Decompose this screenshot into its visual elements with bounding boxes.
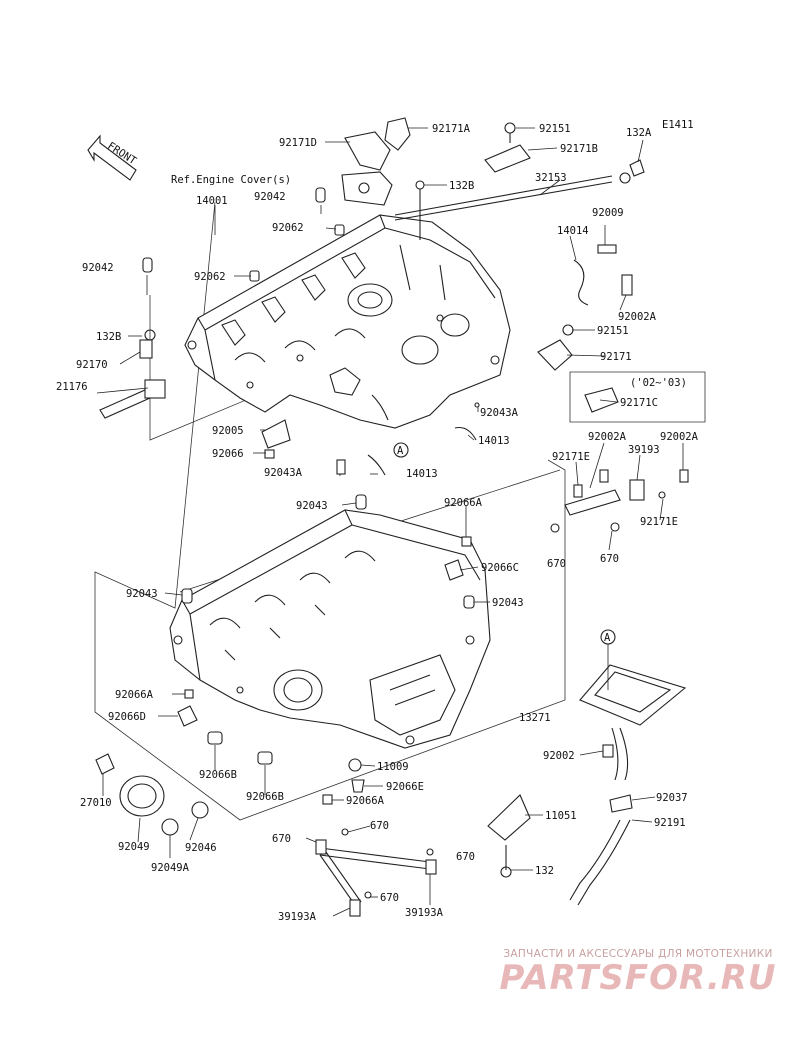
watermark: ЗАПЧАСТИ И АКСЕССУАРЫ ДЛЯ МОТОТЕХНИКИ PA… bbox=[488, 948, 788, 998]
label-27010: 27010 bbox=[80, 797, 112, 809]
label-13271: 13271 bbox=[519, 712, 551, 724]
label-670-b1: 670 bbox=[370, 820, 389, 832]
label-39193A-1: 39193A bbox=[278, 911, 317, 923]
label-132B: 132B bbox=[449, 180, 474, 192]
label-92066C: 92066C bbox=[481, 562, 519, 574]
label-92009: 92009 bbox=[592, 207, 624, 219]
label-14014: 14014 bbox=[557, 225, 589, 237]
label-11009: 11009 bbox=[377, 761, 409, 773]
leader-lines bbox=[96, 127, 684, 917]
label-92049A: 92049A bbox=[151, 862, 190, 874]
label-92171: 92171 bbox=[600, 351, 632, 363]
watermark-logo: PARTSFOR.RU bbox=[499, 958, 777, 998]
label-670-r2: 670 bbox=[600, 553, 619, 565]
label-92043A-mid: 92043A bbox=[264, 467, 303, 479]
front-arrow-icon: FRONT bbox=[87, 134, 139, 181]
label-92046: 92046 bbox=[185, 842, 217, 854]
label-670-b4: 670 bbox=[380, 892, 399, 904]
label-92002A-r2: 92002A bbox=[660, 431, 699, 443]
label-670-b2: 670 bbox=[272, 833, 291, 845]
label-92066B-1: 92066B bbox=[199, 769, 237, 781]
label-21176: 21176 bbox=[56, 381, 88, 393]
watermark-tagline: ЗАПЧАСТИ И АКСЕССУАРЫ ДЛЯ МОТОТЕХНИКИ bbox=[503, 948, 773, 960]
callout-circles: A A bbox=[393, 442, 616, 690]
label-14013-right: 14013 bbox=[478, 435, 510, 447]
label-92151-mid: 92151 bbox=[597, 325, 629, 337]
diagram-code: E1411 bbox=[662, 119, 694, 131]
label-132B-left: 132B bbox=[96, 331, 121, 343]
label-92066A-bot: 92066A bbox=[346, 795, 385, 807]
label-670-r1: 670 bbox=[547, 558, 566, 570]
label-132: 132 bbox=[535, 865, 554, 877]
label-92042: 92042 bbox=[254, 191, 286, 203]
label-92066E: 92066E bbox=[386, 781, 424, 793]
label-92171A: 92171A bbox=[432, 123, 471, 135]
label-92002: 92002 bbox=[543, 750, 575, 762]
label-92066: 92066 bbox=[212, 448, 244, 460]
label-92002A: 92002A bbox=[618, 311, 657, 323]
label-92066B-2: 92066B bbox=[246, 791, 284, 803]
label-92049: 92049 bbox=[118, 841, 150, 853]
label-92043A-right: 92043A bbox=[480, 407, 519, 419]
label-92171D: 92171D bbox=[279, 137, 317, 149]
callout-a-right: A bbox=[604, 632, 611, 644]
label-39193: 39193 bbox=[628, 444, 660, 456]
label-14001: 14001 bbox=[196, 195, 228, 207]
label-92066D: 92066D bbox=[108, 711, 146, 723]
label-670-b3: 670 bbox=[456, 851, 475, 863]
ref-engine-cover-note: Ref.Engine Cover(s) bbox=[171, 174, 291, 186]
label-92043-right: 92043 bbox=[492, 597, 524, 609]
label-92066A-top: 92066A bbox=[444, 497, 483, 509]
callout-a-top: A bbox=[397, 445, 404, 457]
label-92191: 92191 bbox=[654, 817, 686, 829]
label-92043-top: 92043 bbox=[296, 500, 328, 512]
label-92171E-bot: 92171E bbox=[640, 516, 678, 528]
label-92170: 92170 bbox=[76, 359, 108, 371]
label-92062: 92062 bbox=[272, 222, 304, 234]
label-92042-left: 92042 bbox=[82, 262, 114, 274]
label-14013-mid: 14013 bbox=[406, 468, 438, 480]
label-132A: 132A bbox=[626, 127, 652, 139]
label-92043-left: 92043 bbox=[126, 588, 158, 600]
label-92037: 92037 bbox=[656, 792, 688, 804]
years-note: ('02~'03) bbox=[630, 377, 687, 389]
label-92171B: 92171B bbox=[560, 143, 598, 155]
label-11051: 11051 bbox=[545, 810, 577, 822]
label-39193A-2: 39193A bbox=[405, 907, 444, 919]
small-parts bbox=[95, 117, 689, 917]
label-92151: 92151 bbox=[539, 123, 571, 135]
lower-crankcase bbox=[169, 509, 491, 749]
label-92066A-left: 92066A bbox=[115, 689, 154, 701]
label-92002A-r1: 92002A bbox=[588, 431, 627, 443]
upper-crankcase-14001 bbox=[184, 214, 511, 429]
label-32153: 32153 bbox=[535, 172, 567, 184]
label-92171C: 92171C bbox=[620, 397, 658, 409]
label-92171E-top: 92171E bbox=[552, 451, 590, 463]
label-92062-mid: 92062 bbox=[194, 271, 226, 283]
label-92005: 92005 bbox=[212, 425, 244, 437]
part-labels: 92171D 92171A 92151 92171B 132A 132B 321… bbox=[56, 123, 699, 923]
